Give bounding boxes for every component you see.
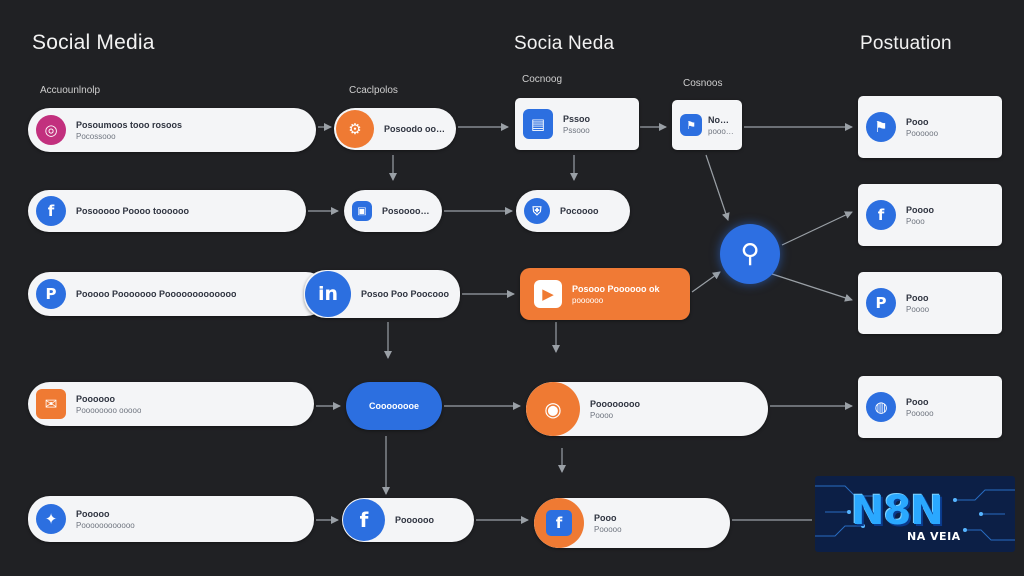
heading-center: Socia Neda: [514, 33, 615, 54]
heading-right: Postuation: [860, 33, 952, 54]
globe-icon: ◍: [866, 392, 896, 422]
linkedin-icon: in: [305, 271, 351, 317]
node-desc: Pssooo: [563, 125, 590, 135]
camera-icon: ◉: [526, 382, 580, 436]
image-icon: ▣: [352, 201, 372, 221]
facebook-icon: f: [343, 499, 385, 541]
node-r1c2[interactable]: ⚙ Posoodo oocop: [334, 108, 456, 150]
node-title: Pocoooo: [560, 206, 599, 216]
node-desc: poooos: [708, 126, 734, 136]
node-r2c2[interactable]: ▣ Posoooooos: [344, 190, 442, 232]
arrow-to-hub: [691, 271, 721, 293]
sublabel-c: Cocnoog: [522, 74, 563, 85]
user-search-icon: ⚲: [740, 239, 760, 269]
node-title: Pooo: [906, 116, 929, 127]
node-title: Pooooo Pooooooo Pooooooooooooo: [76, 289, 237, 299]
node-title: Posooo Poooooo ok: [572, 283, 660, 294]
arrow-hub-out2: [771, 273, 853, 302]
sublabel-a: Accuounlnolp: [40, 85, 101, 96]
pinterest-icon: P: [36, 279, 66, 309]
node-title: Poooooo: [76, 393, 115, 404]
node-desc: Poooooooo ooooo: [76, 405, 142, 415]
node-title: Pooooo: [76, 508, 110, 519]
pinterest-icon: P: [866, 288, 896, 318]
node-title: Posooooo Poooo toooooo: [76, 206, 189, 216]
node-title: Pooo: [906, 396, 929, 407]
sublabel-b: Ccaclpolos: [349, 85, 398, 96]
node-r3c1[interactable]: P Pooooo Pooooooo Pooooooooooooo: [28, 272, 328, 316]
flag-icon: ⚑: [680, 114, 702, 136]
node-desc: Pocossooo: [76, 131, 116, 141]
node-title: Posoooooos: [382, 206, 434, 216]
instagram-icon: ◎: [36, 115, 66, 145]
node-r4c2[interactable]: Coooooooe: [346, 382, 442, 430]
hub-node[interactable]: ⚲: [720, 224, 780, 284]
node-desc: Poooo: [906, 304, 930, 314]
node-title: Posoumoos tooo rosoos: [76, 119, 183, 130]
arrow-hub-out1: [781, 211, 853, 246]
node-title: Nooos: [708, 114, 734, 125]
facebook-icon: f: [36, 196, 66, 226]
flag-icon: ⚑: [866, 112, 896, 142]
brand-name: N8N: [851, 488, 944, 534]
node-desc: Pooooo: [594, 524, 622, 534]
node-r5c2[interactable]: f Poooooo: [342, 498, 474, 542]
node-title: Poooooo: [395, 515, 434, 525]
node-r2c1[interactable]: f Posooooo Poooo toooooo: [28, 190, 306, 232]
node-desc: Poooo: [590, 410, 614, 420]
node-title: Posoo Poo Poocooo: [361, 289, 449, 299]
brand-subtitle: NA VEIA: [907, 530, 961, 543]
node-desc: Poooooo: [906, 128, 939, 138]
node-title: Poooo: [906, 204, 934, 215]
node-r3c2[interactable]: in Posoo Poo Poocooo: [304, 270, 460, 318]
node-desc: Pooooo: [906, 408, 934, 418]
sublabel-d: Cosnoos: [683, 78, 723, 89]
twitter-icon: ✦: [36, 504, 66, 534]
node-title: Poooooooo: [590, 398, 640, 409]
settings-gear-icon: ⚙: [336, 110, 374, 148]
facebook-icon: f: [866, 200, 896, 230]
heading-left: Social Media: [32, 31, 155, 54]
node-r2c3[interactable]: ⛨ Pocoooo: [516, 190, 630, 232]
node-title: Pooo: [594, 512, 617, 523]
node-desc: poooooo: [572, 295, 604, 305]
calendar-icon: ▤: [523, 109, 553, 139]
circuit-pattern: [815, 485, 1015, 541]
node-desc: Pooo: [906, 216, 925, 226]
brand-logo: N8N NA VEIA: [815, 476, 1015, 552]
facebook-icon: f: [534, 498, 584, 548]
node-title: Posoodo oocop: [384, 124, 448, 134]
node-title: Pooo: [906, 292, 929, 303]
arrow-diag-1: [705, 154, 730, 221]
shield-icon: ⛨: [524, 198, 550, 224]
chat-icon: ✉: [36, 389, 66, 419]
node-desc: Poooooooooooo: [76, 520, 135, 530]
node-title: Pssoo: [563, 113, 591, 124]
node-title: Coooooooe: [369, 401, 419, 411]
youtube-icon: ▶: [534, 280, 562, 308]
